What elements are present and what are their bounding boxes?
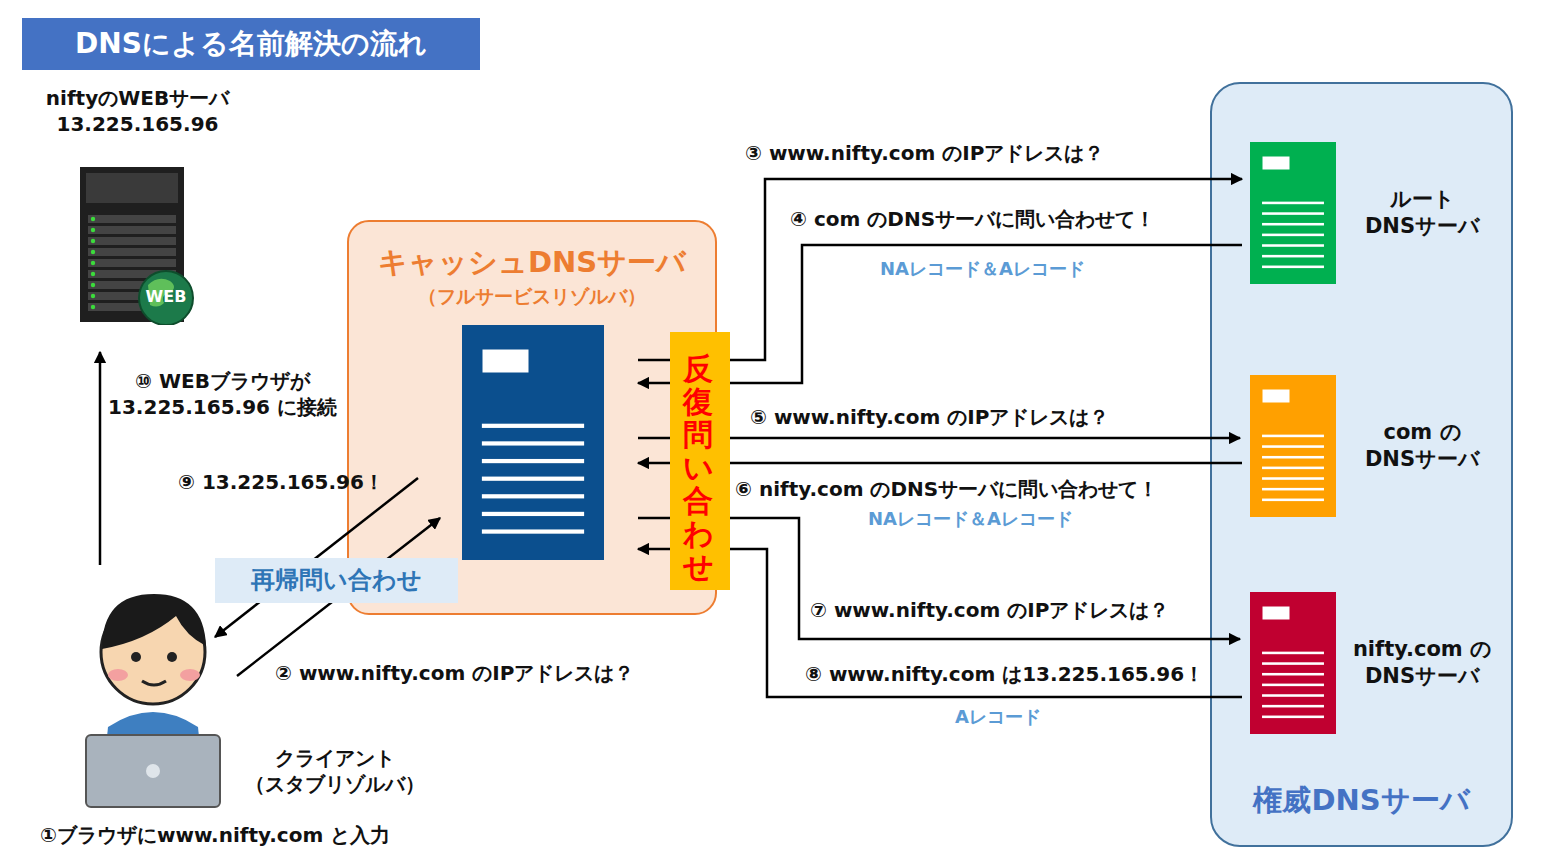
- connector: [638, 437, 1240, 440]
- globe-label: WEB: [140, 287, 192, 308]
- root-dns-server: ルート DNSサーバ: [1250, 142, 1505, 284]
- edge-label: ⑤ www.nifty.com のIPアドレスは？: [750, 404, 1109, 430]
- nifty-dns-server: nifty.com の DNSサーバ: [1250, 592, 1505, 734]
- web-server: niftyのWEBサーバ 13.225.165.96WEB: [30, 85, 245, 325]
- connector: [99, 352, 102, 565]
- edge-label: ⑩ WEBブラウザが 13.225.165.96 に接続: [100, 368, 345, 420]
- node-text: 権威DNSサーバ: [1212, 782, 1511, 820]
- connector: [638, 179, 1242, 360]
- node-text: 反復問い合わせ: [683, 352, 713, 583]
- node-text: キャッシュDNSサーバ: [349, 244, 715, 282]
- client: クライアント （スタブリゾルバ） ①ブラウザにwww.nifty.com と入力: [40, 575, 435, 850]
- record-type-label: NAレコード＆Aレコード: [880, 257, 1085, 280]
- edge-label: ⑨ 13.225.165.96！: [178, 469, 384, 495]
- edge-label: ⑥ nifty.com のDNSサーバに問い合わせて！: [735, 476, 1158, 502]
- node-text: ルート DNSサーバ: [1340, 186, 1505, 241]
- node-text: クライアント （スタブリゾルバ）: [235, 745, 435, 797]
- node-text: com の DNSサーバ: [1340, 419, 1505, 474]
- record-type-label: NAレコード＆Aレコード: [868, 507, 1073, 530]
- title-text: DNSによる名前解決の流れ: [22, 18, 480, 70]
- iterative-query-band: 反復問い合わせ: [670, 332, 730, 590]
- connector: [638, 518, 1240, 639]
- record-type-label: Aレコード: [955, 705, 1041, 728]
- authoritative-dns-region: 権威DNSサーバ ルート DNSサーバ com の DNSサーバ nifty.com …: [1210, 82, 1513, 847]
- node-text: ①ブラウザにwww.nifty.com と入力: [40, 822, 435, 848]
- edge-label: ④ com のDNSサーバに問い合わせて！: [790, 206, 1155, 232]
- server-icon: [462, 325, 604, 560]
- connector: [215, 478, 418, 637]
- edge-label: ③ www.nifty.com のIPアドレスは？: [745, 140, 1104, 166]
- node-text: （フルサービスリゾルバ）: [349, 284, 715, 309]
- connector: [638, 462, 1242, 465]
- connector: [237, 518, 440, 676]
- connector: [638, 245, 1242, 383]
- server-icon: [1250, 592, 1336, 734]
- node-text: niftyのWEBサーバ 13.225.165.96: [30, 85, 245, 137]
- connector: [638, 549, 1242, 697]
- person-illustration: [78, 577, 228, 812]
- recursive-query-box: 再帰問い合わせ: [215, 558, 458, 603]
- node-text: 再帰問い合わせ: [215, 558, 458, 603]
- edge-label: ⑦ www.nifty.com のIPアドレスは？: [810, 597, 1169, 623]
- node-text: nifty.com の DNSサーバ: [1340, 636, 1505, 691]
- server-icon: [1250, 375, 1336, 517]
- com-dns-server: com の DNSサーバ: [1250, 375, 1505, 517]
- edge-label: ② www.nifty.com のIPアドレスは？: [275, 660, 634, 686]
- server-icon: [1250, 142, 1336, 284]
- title-band: DNSによる名前解決の流れ: [22, 18, 480, 70]
- cache-dns-region: キャッシュDNSサーバ（フルサービスリゾルバ） 反復問い合わせ: [347, 220, 717, 615]
- edge-label: ⑧ www.nifty.com は13.225.165.96！: [805, 661, 1204, 687]
